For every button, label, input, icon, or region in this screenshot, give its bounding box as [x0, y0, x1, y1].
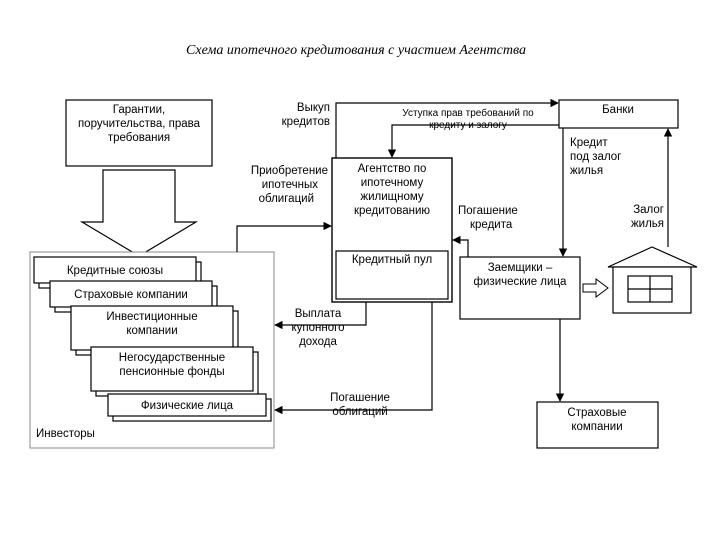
- coupon-payment-line-2: купонного: [292, 322, 345, 334]
- insurance-line-1: Страховые: [567, 407, 626, 419]
- housing-loan-line-2: под залог: [570, 151, 621, 163]
- credit-pool-box: Кредитный пул: [335, 250, 449, 300]
- housing-loan-line-3: жилья: [570, 165, 603, 177]
- housing-pledge-line-1: Залог: [633, 204, 664, 216]
- bond-purchase-line-1: Приобретение: [251, 165, 328, 177]
- guarantees-line-1: Гарантии,: [113, 104, 165, 116]
- credit-pool-label: Кредитный пул: [352, 254, 432, 266]
- loan-repayment-arrow: [452, 235, 469, 257]
- borrowers-box: Заемщики – физические лица: [459, 256, 581, 320]
- insurance-box: Страховые компании: [536, 401, 659, 449]
- borrowers-line-2: физические лица: [474, 276, 567, 288]
- investor-individuals: Физические лица: [107, 393, 272, 422]
- agency-line-1: Агентство по: [358, 163, 427, 175]
- borrowers-to-house-arrow: [582, 278, 609, 298]
- investor-individuals-label: Физические лица: [141, 400, 234, 412]
- bond-redemption-line-1: Погашение: [330, 392, 390, 404]
- agency-line-3: жилищному: [360, 191, 423, 203]
- investor-pension-line-1: Негосударственные: [119, 352, 225, 364]
- investor-insurance-label: Страховые компании: [74, 289, 188, 301]
- bond-purchase-line-2: ипотечных: [262, 179, 319, 191]
- insurance-line-2: компании: [571, 421, 622, 433]
- housing-pledge-line-2: жилья: [631, 218, 664, 230]
- loan-repayment-line-1: Погашение: [458, 205, 518, 217]
- loan-repayment-line-2: кредита: [470, 219, 513, 231]
- bond-purchase-arrow: [236, 221, 332, 252]
- investor-investment-companies: Инвестиционные компании: [70, 305, 239, 356]
- bond-redemption-line-2: облигаций: [332, 406, 387, 418]
- housing-loan-line-1: Кредит: [570, 137, 608, 149]
- investor-investment-line-1: Инвестиционные: [106, 311, 197, 323]
- guarantees-line-2: поручительства, права: [78, 118, 201, 130]
- borrowers-line-1: Заемщики –: [488, 262, 553, 274]
- coupon-payment-line-3: дохода: [299, 336, 337, 348]
- loan-buyout-line-2: кредитов: [282, 116, 330, 128]
- claims-assignment-arrow: [387, 124, 559, 158]
- investors-label: Инвесторы: [36, 428, 95, 440]
- agency-line-4: кредитованию: [354, 205, 430, 217]
- down-block-arrow: [79, 169, 199, 257]
- investor-pension-line-2: пенсионные фонды: [119, 366, 224, 378]
- investor-credit-unions-label: Кредитные союзы: [67, 265, 163, 277]
- investor-investment-line-2: компании: [126, 325, 177, 337]
- loan-buyout-arrow: [335, 98, 559, 158]
- house-icon: [607, 246, 698, 314]
- loan-buyout-line-1: Выкуп: [297, 102, 330, 114]
- coupon-payment-arrow: [274, 302, 367, 330]
- claims-assignment-line-2: кредиту и залогу: [429, 120, 507, 131]
- coupon-payment-line-1: Выплата: [295, 308, 342, 320]
- agency-line-2: ипотечному: [361, 177, 424, 189]
- bond-purchase-line-3: облигаций: [259, 193, 314, 205]
- claims-assignment-line-1: Уступка прав требований по: [402, 107, 534, 119]
- investor-pension-funds: Негосударственные пенсионные фонды: [90, 346, 259, 397]
- diagram-title: Схема ипотечного кредитования с участием…: [186, 43, 526, 58]
- guarantees-line-3: требования: [108, 132, 170, 144]
- bond-redemption-arrow: [274, 302, 433, 415]
- banks-box: Банки: [558, 99, 679, 129]
- guarantees-box: Гарантии, поручительства, права требован…: [65, 99, 213, 167]
- banks-label: Банки: [602, 104, 634, 116]
